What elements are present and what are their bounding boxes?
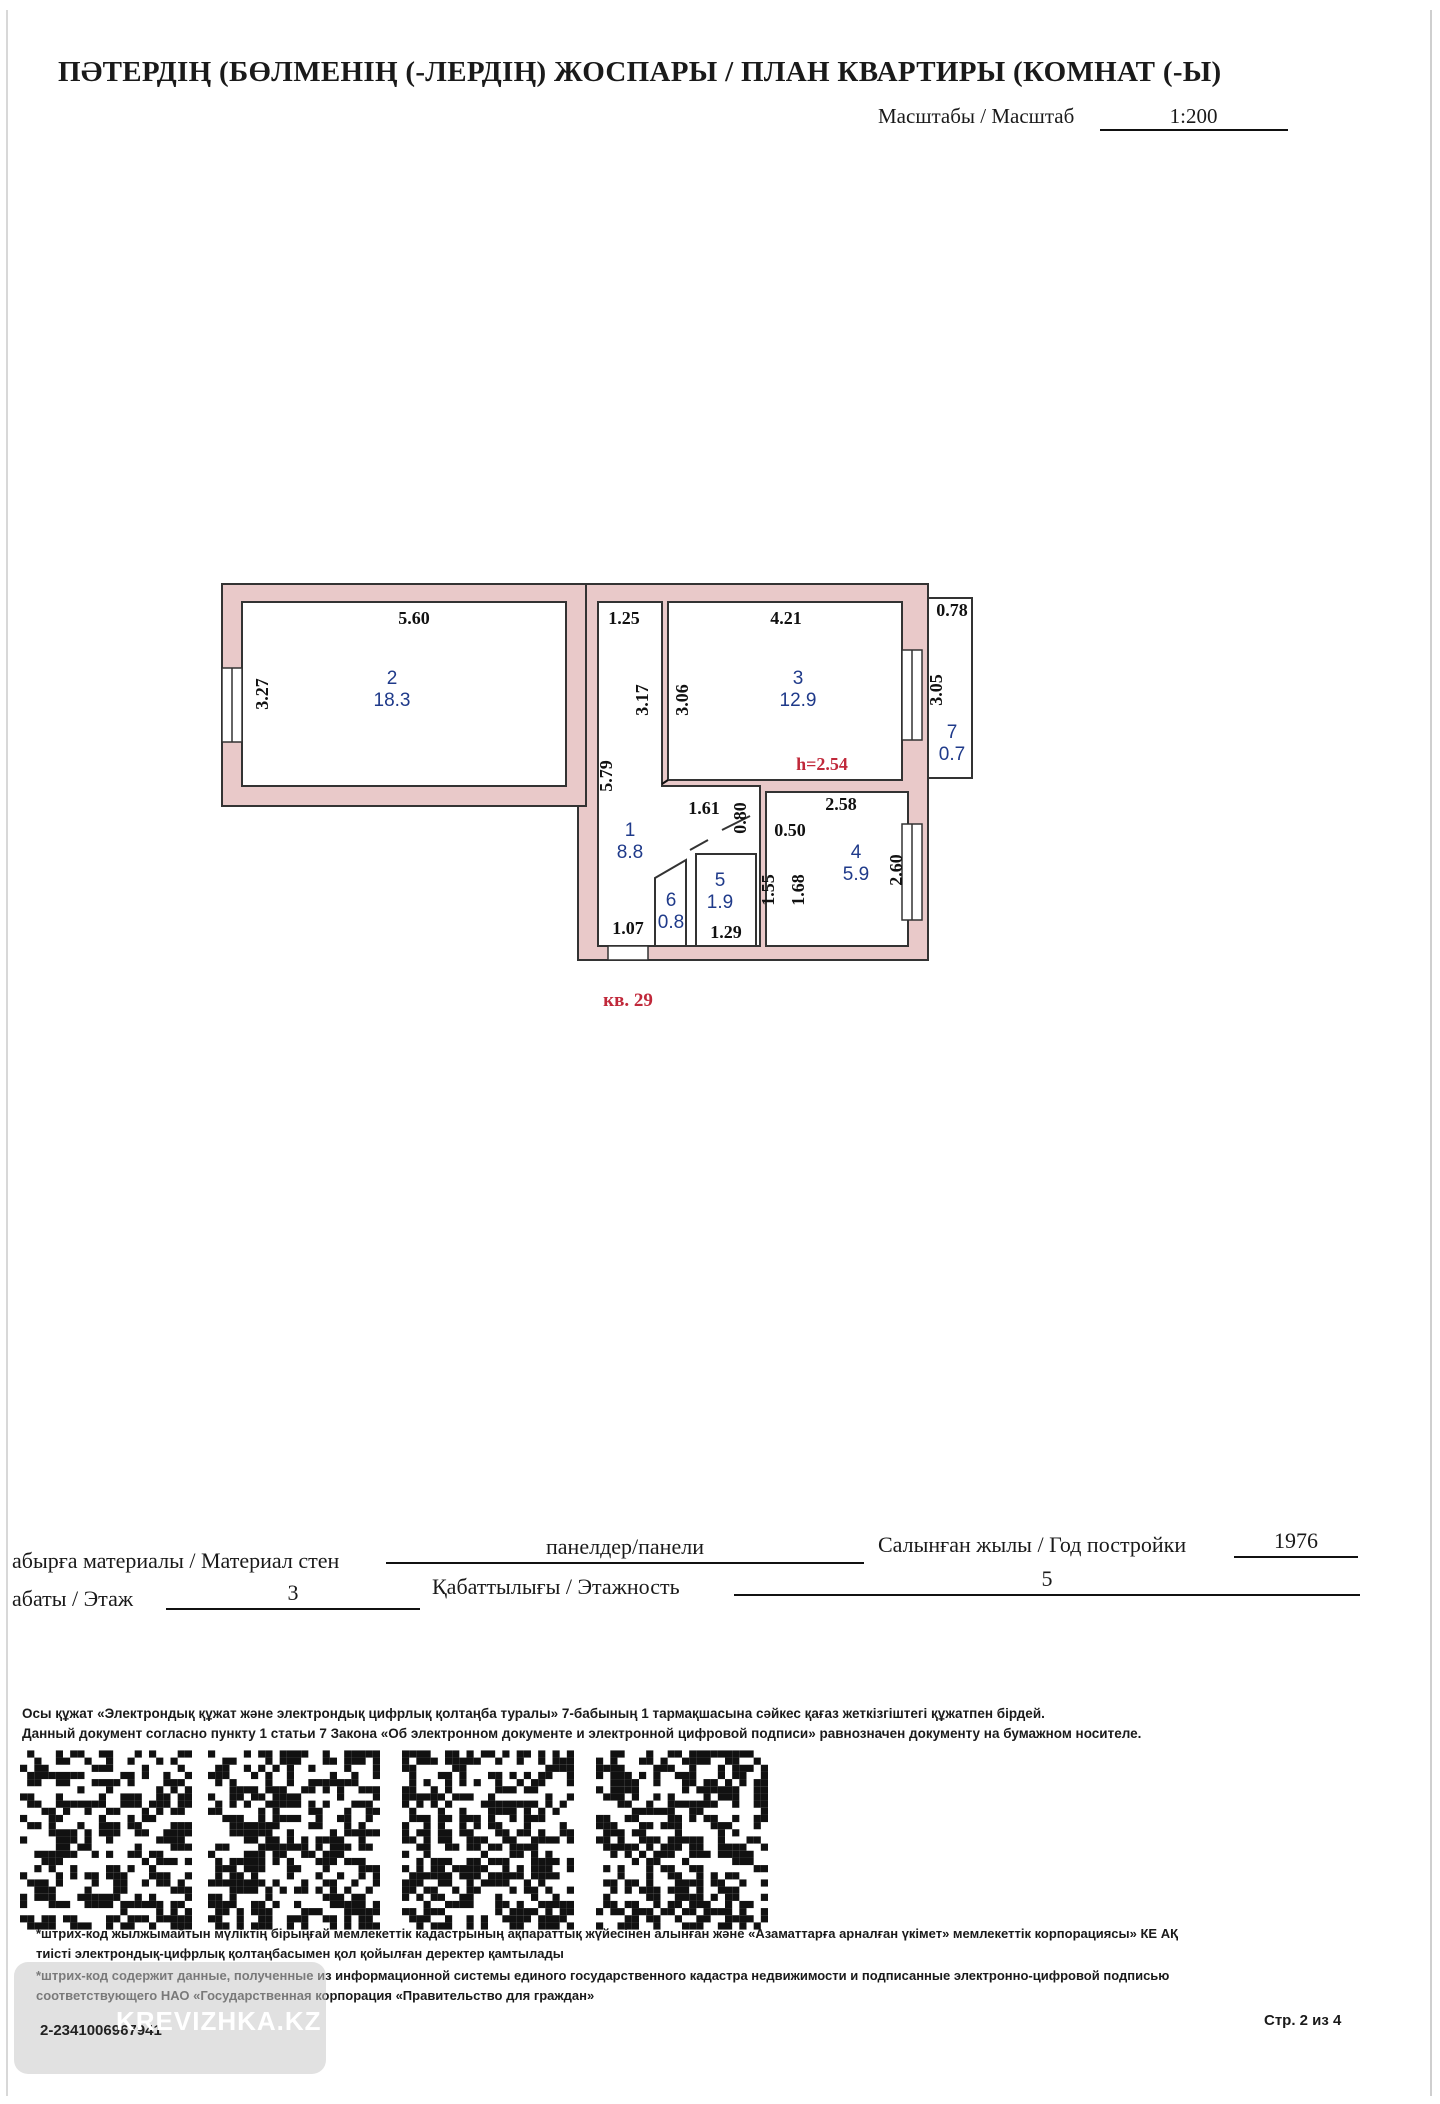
- room-2-num: 2: [387, 668, 398, 689]
- room-2-area: 18.3: [374, 690, 411, 711]
- room-6-outline: [654, 858, 687, 947]
- room-6-area: 0.8: [658, 912, 684, 933]
- dim-3-05: 3.05: [926, 674, 946, 706]
- floor-value: 3: [166, 1580, 420, 1610]
- qr-code-4: [596, 1750, 768, 1930]
- page-title: ПӘТЕРДІҢ (БӨЛМЕНІҢ (-ЛЕРДІҢ) ЖОСПАРЫ / П…: [58, 56, 1222, 88]
- dim-3-06: 3.06: [672, 684, 692, 716]
- page-number: Стр. 2 из 4: [1264, 2012, 1342, 2029]
- year-built-value: 1976: [1234, 1528, 1358, 1558]
- dim-1-25: 1.25: [608, 608, 640, 628]
- qr-code-1: [20, 1750, 192, 1930]
- dim-1-29: 1.29: [710, 922, 742, 942]
- entrance-door: [607, 945, 649, 961]
- ceiling-height-label: h=2.54: [796, 754, 848, 774]
- dim-3-17: 3.17: [632, 684, 652, 716]
- windows: [221, 649, 923, 921]
- floors-count-label: Қабаттылығы / Этажность: [432, 1574, 680, 1599]
- scale-row: Масштабы / Масштаб 1:200: [878, 104, 1288, 131]
- dim-0-50: 0.50: [774, 820, 806, 840]
- room-5-num: 5: [715, 870, 726, 891]
- room-4-num: 4: [851, 842, 862, 863]
- room-4-area: 5.9: [843, 864, 869, 885]
- qr-code-2: [208, 1750, 380, 1930]
- dim-2-58: 2.58: [825, 794, 857, 814]
- legal-notice-kz: Осы құжат «Электрондық құжат және электр…: [22, 1706, 1045, 1721]
- room-1-area: 8.8: [617, 842, 643, 863]
- dim-1-55: 1.55: [758, 874, 778, 906]
- floors-count-value: 5: [734, 1566, 1360, 1596]
- plan-walls: [221, 583, 587, 807]
- page-border: [6, 10, 1432, 2096]
- room-5-outline: [695, 853, 757, 947]
- plan-walls-right: [577, 583, 929, 961]
- room-7-num: 7: [947, 722, 958, 743]
- balcony-outline: [927, 597, 973, 779]
- room-1-num: 1: [625, 820, 636, 841]
- dim-2-60: 2.60: [886, 854, 906, 886]
- dim-1-61: 1.61: [688, 798, 720, 818]
- watermark-text: KREVIZHKA.KZ: [116, 2006, 322, 2036]
- dim-0-80: 0.80: [730, 802, 750, 834]
- barcode-note-kz-1: *штрих-код жылжымайтын мүліктің бірыңғай…: [36, 1926, 1179, 1941]
- room-5-area: 1.9: [707, 892, 733, 913]
- dim-3-27: 3.27: [252, 678, 272, 710]
- legal-notice-ru: Данный документ согласно пункту 1 статьи…: [22, 1726, 1142, 1741]
- scale-value: 1:200: [1099, 104, 1288, 131]
- dim-4-21: 4.21: [770, 608, 802, 628]
- year-built-label: Салынған жылы / Год постройки: [878, 1532, 1187, 1557]
- watermark-badge: [14, 1962, 326, 2074]
- room-3-area: 12.9: [780, 690, 817, 711]
- dim-0-78: 0.78: [936, 600, 968, 620]
- barcode-note-kz-2: тиісті электрондық-цифрлық қолтаңбасымен…: [36, 1946, 564, 1961]
- room-6-num: 6: [666, 890, 677, 911]
- apartment-label: кв. 29: [603, 990, 653, 1011]
- dim-1-07: 1.07: [612, 918, 644, 938]
- floor-plan: 2 18.3 3 12.9 7 0.7 1 8.8 4 5.9 5 1.9 6 …: [221, 583, 973, 1011]
- wall-material-label: абырға материалы / Материал стен: [12, 1548, 340, 1573]
- dim-5-79: 5.79: [596, 760, 616, 792]
- room-7-area: 0.7: [939, 744, 965, 765]
- dim-5-60: 5.60: [398, 608, 430, 628]
- document-id: 2-2341006967941: [40, 2022, 162, 2039]
- wall-material-value: панелдер/панели: [386, 1534, 864, 1564]
- scale-label: Масштабы / Масштаб: [878, 104, 1075, 128]
- floor-label: абаты / Этаж: [12, 1586, 134, 1611]
- qr-code-3: [402, 1750, 574, 1930]
- room-3-num: 3: [793, 668, 804, 689]
- dim-1-68: 1.68: [788, 874, 808, 906]
